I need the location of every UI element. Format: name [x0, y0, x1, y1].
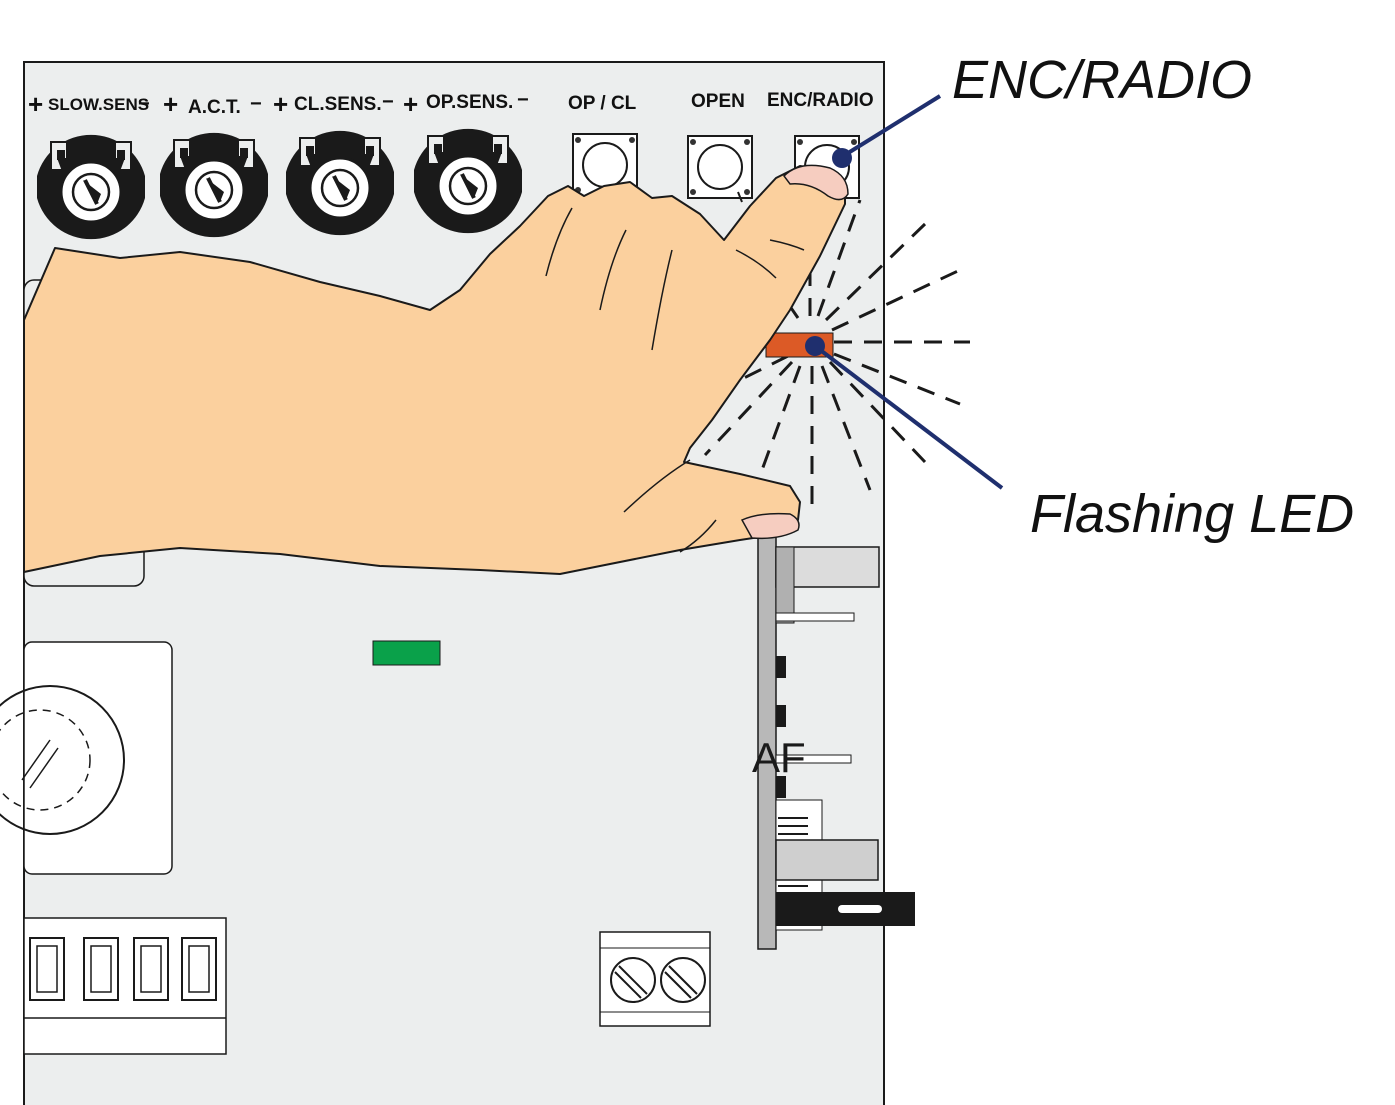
buzzer-component [0, 641, 173, 875]
trimmer-3-minus: − [382, 91, 394, 113]
open-button[interactable] [687, 135, 753, 203]
op-cl-button-label: OP / CL [568, 93, 637, 114]
trimmer-4-minus: − [517, 89, 529, 111]
flashing-led-callout [805, 336, 1004, 490]
flashing-led-callout-label: Flashing LED [1030, 484, 1354, 544]
trimmer-1-plus: + [28, 89, 43, 119]
trimmer-labels: + SLOW.SENS − + A.C.T. − + CL.SENS. − + … [28, 89, 529, 119]
open-button-label: OPEN [691, 91, 745, 112]
trimmer-3-label: CL.SENS. [294, 94, 382, 115]
trimmer-1-minus: − [138, 93, 150, 115]
terminal-block [23, 917, 227, 1055]
button-labels: OP / CL OPEN ENC/RADIO [568, 90, 874, 114]
trimmer-2-minus: − [250, 93, 262, 115]
trimmer-3-plus: + [273, 89, 288, 119]
enc-radio-callout [832, 94, 942, 168]
act-trimmer[interactable] [158, 130, 270, 240]
trimmer-2-label: A.C.T. [188, 97, 241, 118]
trimmer-1-label: SLOW.SENS [48, 95, 149, 114]
cl-sens-trimmer[interactable] [284, 128, 396, 238]
screw-terminal [599, 931, 711, 1027]
trimmer-4-plus: + [403, 89, 418, 119]
op-sens-trimmer[interactable] [412, 126, 524, 236]
hand-illustration [23, 164, 849, 575]
enc-radio-button-label: ENC/RADIO [767, 90, 874, 111]
partial-board-text: AF [752, 734, 806, 781]
trimmer-2-plus: + [163, 89, 178, 119]
plug-in-module [757, 536, 915, 950]
slow-sens-trimmer[interactable] [35, 132, 147, 242]
trimmer-4-label: OP.SENS. [426, 92, 513, 113]
status-led [372, 640, 441, 666]
enc-radio-callout-label: ENC/RADIO [952, 50, 1252, 110]
